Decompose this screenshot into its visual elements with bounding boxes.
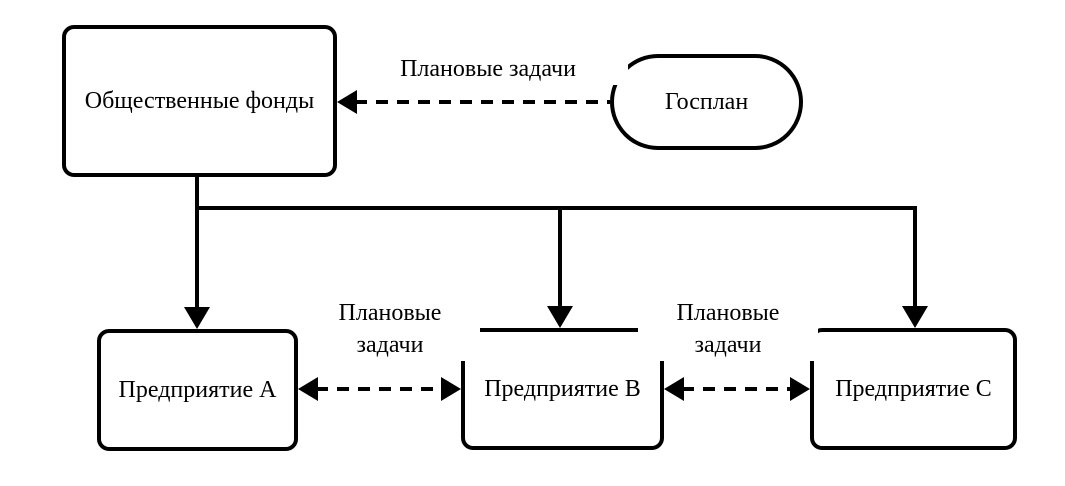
- edge-label-b-c: Плановые задачи: [638, 297, 818, 361]
- edge-label-a-b-line1: Плановые: [338, 300, 442, 326]
- arrowhead-down-a-icon: [184, 307, 210, 329]
- node-gosplan: Госплан: [610, 54, 803, 150]
- node-enterprise-b: Предприятие B: [461, 328, 664, 450]
- edge-funds-branch-bar: [195, 206, 917, 210]
- edge-funds-trunk: [195, 177, 199, 308]
- edge-funds-to-c: [913, 206, 917, 308]
- edge-gosplan-to-funds: [355, 100, 610, 104]
- edge-b-c: [682, 387, 792, 391]
- node-enterprise-a-label: Предприятие A: [118, 376, 277, 403]
- node-enterprise-c-label: Предприятие C: [835, 375, 992, 402]
- node-public-funds: Общественные фонды: [62, 25, 337, 177]
- arrowhead-left-b-icon: [664, 377, 684, 401]
- node-public-funds-label: Общественные фонды: [84, 87, 315, 114]
- node-enterprise-a: Предприятие A: [97, 329, 298, 451]
- arrowhead-right-b-icon: [441, 377, 461, 401]
- arrowhead-right-c-icon: [790, 377, 810, 401]
- edge-label-a-b: Плановые задачи: [300, 297, 480, 361]
- edge-label-b-c-line2: задачи: [694, 332, 762, 358]
- edge-label-a-b-line2: задачи: [356, 332, 424, 358]
- arrowhead-left-icon: [337, 90, 357, 114]
- arrowhead-down-b-icon: [547, 306, 573, 328]
- edge-label-gosplan-to-funds: Плановые задачи: [348, 53, 628, 85]
- edge-funds-to-b: [558, 206, 562, 308]
- arrowhead-down-c-icon: [902, 306, 928, 328]
- node-gosplan-label: Госплан: [664, 88, 749, 115]
- node-enterprise-b-label: Предприятие B: [484, 375, 641, 402]
- node-enterprise-c: Предприятие C: [810, 328, 1017, 450]
- edge-a-b: [316, 387, 443, 391]
- edge-label-b-c-line1: Плановые: [676, 300, 780, 326]
- arrowhead-left-a-icon: [298, 377, 318, 401]
